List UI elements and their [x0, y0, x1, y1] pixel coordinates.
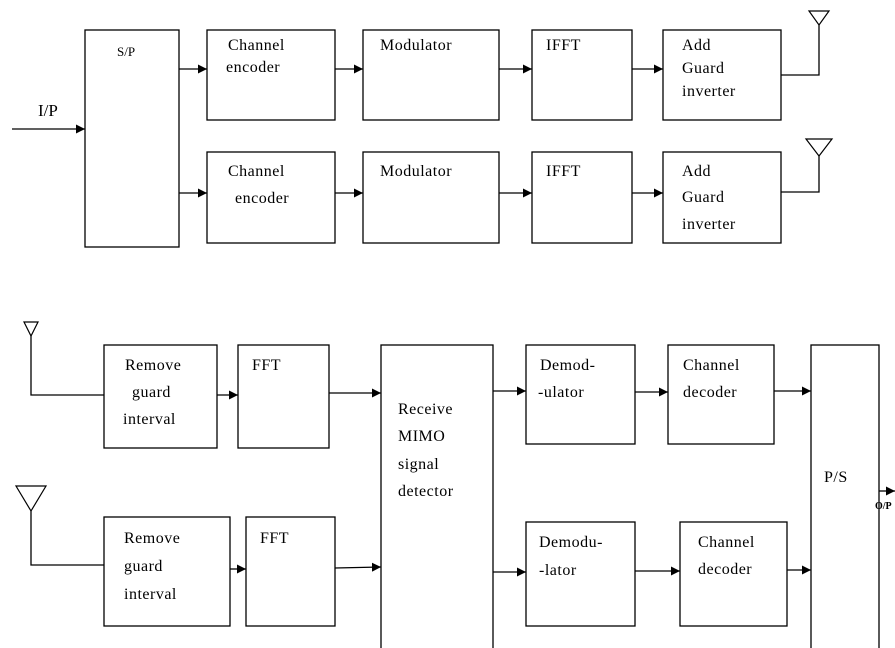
ifft-block-1	[531, 29, 633, 121]
demodulator-label-1: Demod- -ulator	[538, 357, 600, 401]
demodulator-block-2	[525, 521, 636, 627]
modulator-block-1	[362, 29, 500, 121]
ps-label: P/S	[824, 469, 848, 486]
channel-encoder-label-1: Channel encoder	[226, 37, 289, 76]
remove-guard-interval-block-2	[103, 516, 231, 627]
ifft-label-2: IFFT	[546, 163, 581, 180]
channel-decoder-label-1: Channel decoder	[683, 357, 744, 401]
add-guard-inverter-label-2: Add Guard inverter	[682, 163, 736, 233]
antenna-feed-tx-2	[781, 156, 820, 193]
arrow-fft-to-detector-2	[334, 562, 382, 572]
rx-branch-1: Remove guard interval FFT	[23, 321, 381, 449]
add-guard-inverter-block-2	[662, 151, 782, 244]
add-guard-inverter-block-1	[662, 29, 782, 121]
modulator-label-2: Modulator	[380, 163, 452, 180]
remove-guard-interval-block-1	[103, 344, 218, 449]
channel-encoder-block-2	[206, 151, 336, 244]
input-label: I/P	[38, 101, 58, 120]
tx-branch-1: Channel encoder Modulator IFFT Add Guard…	[179, 10, 831, 121]
modulator-block-2	[362, 151, 500, 244]
remove-guard-interval-label-1: Remove guard interval	[123, 357, 186, 428]
antenna-icon-tx-1	[807, 10, 831, 27]
antenna-feed-rx-1	[30, 336, 104, 396]
channel-decoder-block-1	[667, 344, 775, 445]
modulator-label-1: Modulator	[380, 37, 452, 54]
remove-guard-interval-label-2: Remove guard interval	[124, 530, 185, 603]
fft-label-1: FFT	[252, 357, 281, 374]
demodulator-label-2: Demodu- -lator	[539, 534, 607, 579]
fft-block-1	[237, 344, 330, 449]
ifft-label-1: IFFT	[546, 37, 581, 54]
channel-encoder-block-1	[206, 29, 336, 121]
ifft-block-2	[531, 151, 633, 244]
rx-branch-2: Remove guard interval FFT	[14, 485, 382, 627]
antenna-feed-tx-1	[781, 25, 820, 76]
channel-decoder-label-2: Channel decoder	[698, 534, 759, 578]
antenna-icon-tx-2	[804, 138, 834, 157]
antenna-icon-rx-1	[23, 321, 39, 338]
demodulator-block-1	[525, 344, 636, 445]
fft-block-2	[245, 516, 336, 627]
output-label: O/P	[875, 501, 892, 512]
mimo-signal-detector-block	[380, 344, 494, 648]
parallel-to-serial-block	[810, 344, 880, 648]
add-guard-inverter-label-1: Add Guard inverter	[682, 37, 736, 100]
fft-label-2: FFT	[260, 530, 289, 547]
antenna-feed-rx-2	[30, 511, 104, 566]
antenna-icon-rx-2	[14, 485, 48, 513]
channel-encoder-label-2: Channel encoder	[228, 163, 289, 207]
mimo-signal-detector-label: Receive MIMO signal detector	[398, 401, 458, 500]
sp-label: S/P	[117, 44, 135, 59]
receiver-section: Remove guard interval FFT Remove guard i…	[14, 321, 895, 648]
tx-branch-2: Channel encoder Modulator IFFT Add Guard…	[179, 138, 834, 244]
transmitter-section: I/P S/P Channel encoder Modulator IFFT A…	[12, 10, 834, 248]
serial-to-parallel-block	[84, 29, 180, 248]
channel-decoder-block-2	[679, 521, 788, 627]
